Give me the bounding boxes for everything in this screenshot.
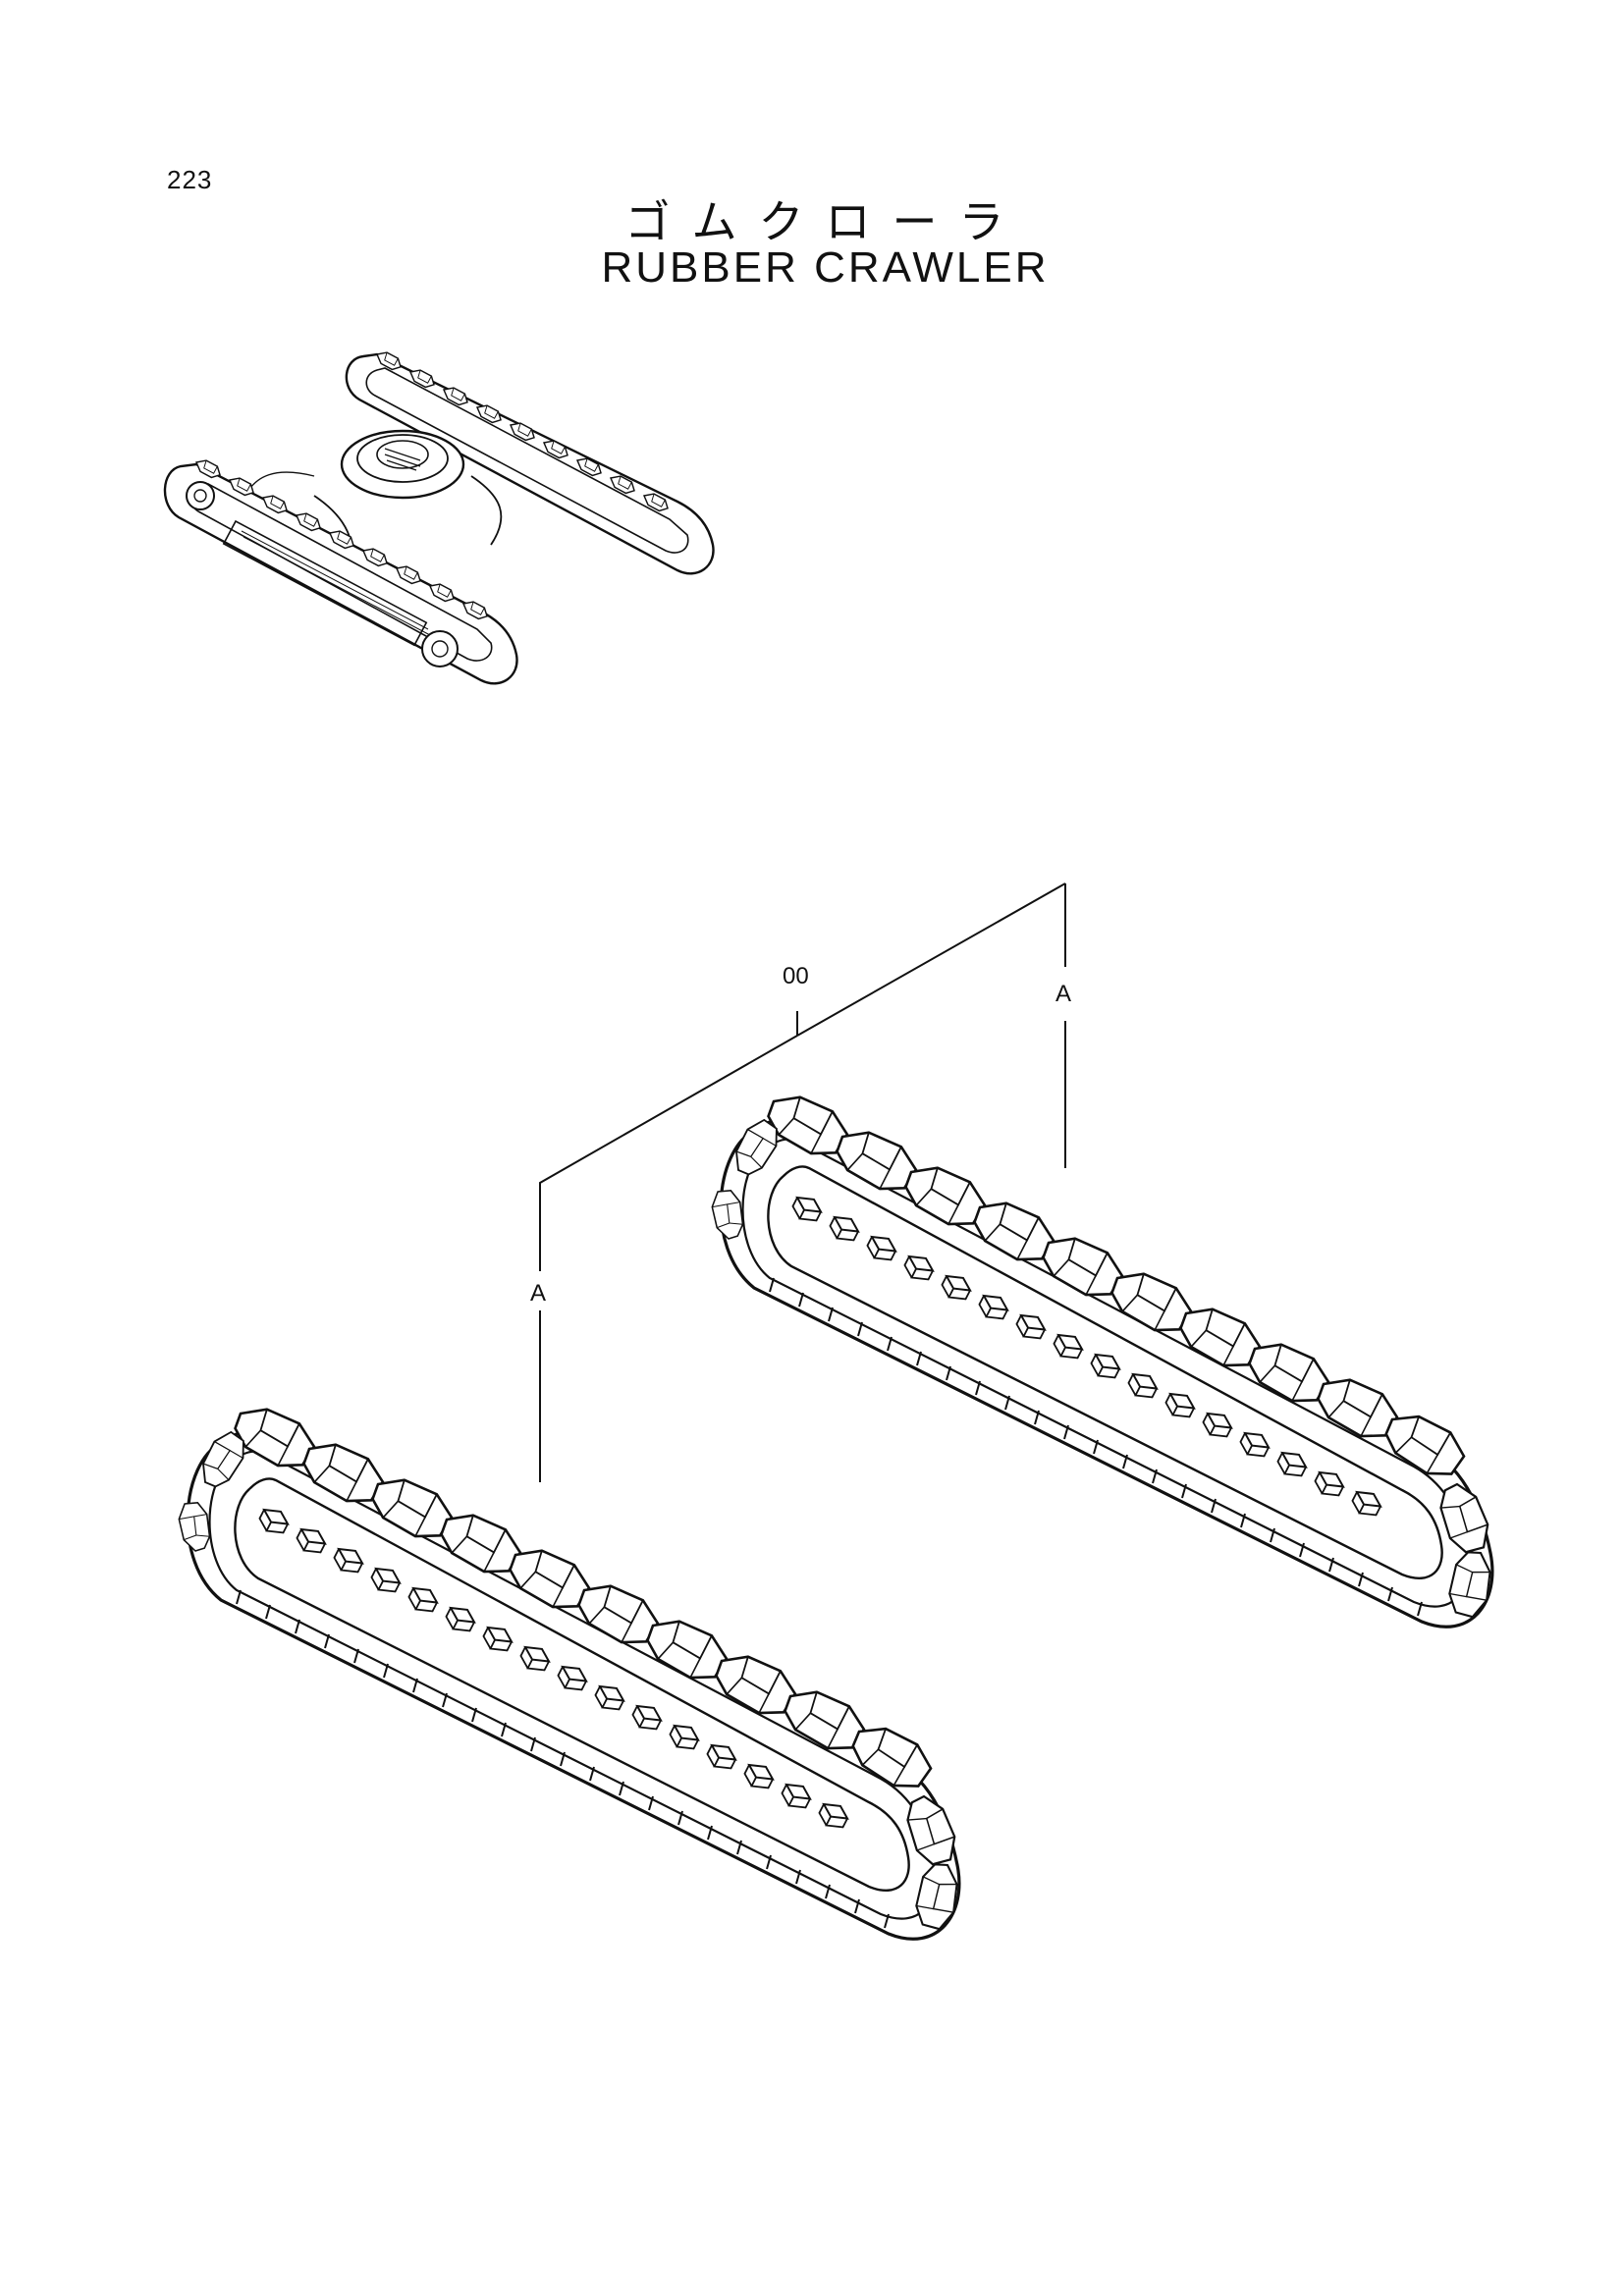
rubber-track-left (177, 1398, 961, 1939)
title-japanese: ゴムクローラ (624, 195, 1026, 248)
page-number: 223 (167, 165, 213, 194)
callout-leaders (539, 882, 1066, 1482)
rubber-track-right (710, 1086, 1494, 1627)
callout-track-left: A (530, 1280, 546, 1307)
undercarriage-overview (163, 347, 715, 685)
callout-assembly: 00 (783, 963, 809, 989)
callout-track-right: A (1055, 981, 1071, 1007)
title-english: RUBBER CRAWLER (601, 243, 1050, 292)
